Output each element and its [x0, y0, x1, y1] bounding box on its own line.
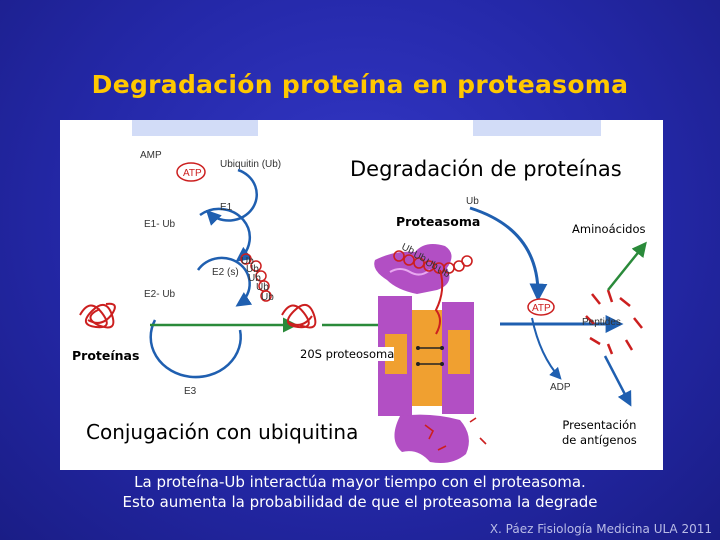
svg-text:Ub: Ub [435, 265, 452, 281]
svg-text:Ub: Ub [246, 264, 259, 275]
conjugacion-label: Conjugación con ubiquitina [86, 420, 359, 444]
proteasoma-label: Proteasoma [396, 214, 481, 229]
ub-chain-e2 [240, 253, 272, 302]
e2s-label: E2 (s) [212, 267, 239, 278]
caption-line2: Esto aumenta la probabilidad de que el p… [122, 493, 598, 511]
figure-tab-left [132, 120, 258, 136]
polyub-chain [393, 250, 473, 274]
aminoacidos-label: Aminoácidos [572, 222, 646, 236]
proteosoma-20s-label: 20S proteosoma [300, 347, 395, 361]
e1-cycle [196, 168, 258, 307]
proteinas-label: Proteínas [72, 348, 140, 363]
presentacion-line2: de antígenos [562, 433, 637, 447]
svg-text:Ub: Ub [241, 256, 254, 267]
e1-label: E1 [220, 202, 233, 213]
ubiquitin-label: Ubiquitin (Ub) [220, 159, 281, 170]
proteasome-19s-cap-bottom [394, 414, 469, 463]
caption-line1: La proteína-Ub interactúa mayor tiempo c… [134, 473, 586, 491]
svg-text:ATP: ATP [532, 303, 551, 314]
e3-label: E3 [184, 386, 197, 397]
peptide-fragments [585, 289, 643, 355]
svg-text:Ub: Ub [411, 249, 428, 265]
svg-text:ATP: ATP [183, 168, 202, 179]
presentacion-label: Presentación de antígenos [562, 418, 637, 448]
e1-ub-label: E1- Ub [144, 219, 176, 230]
ub-label: Ub [466, 196, 479, 207]
svg-text:Ub: Ub [261, 292, 274, 303]
e2-ub-label: E2- Ub [144, 289, 176, 300]
adp-label: ADP [550, 382, 571, 393]
credit: X. Páez Fisiología Medicina ULA 2011 [489, 522, 712, 536]
atp-badge-top: ATP [176, 162, 206, 182]
slide-title: Degradación proteína en proteasoma [91, 70, 629, 99]
protein-tangle-left [79, 302, 116, 329]
ubiquitin-proteasome-figure: ATP AMP Ubiquitin (Ub) E1 E1- Ub E2 (s) … [60, 120, 663, 470]
svg-text:Ub: Ub [400, 242, 417, 258]
atp-badge-right: ATP [527, 298, 555, 316]
caption: La proteína-Ub interactúa mayor tiempo c… [0, 472, 720, 512]
amp-label: AMP [140, 150, 162, 161]
presentacion-line1: Presentación [562, 418, 637, 432]
degraded-fragments [424, 417, 487, 451]
svg-text:Ub: Ub [248, 273, 261, 284]
e3-cycle [149, 317, 298, 379]
figure-heading: Degradación de proteínas [350, 157, 622, 181]
svg-text:Ub: Ub [423, 257, 440, 273]
peptides-label: Peptides [582, 317, 621, 328]
svg-text:Ub: Ub [256, 282, 269, 293]
figure-tab-right [473, 120, 601, 136]
protein-tangle-middle [281, 304, 317, 329]
